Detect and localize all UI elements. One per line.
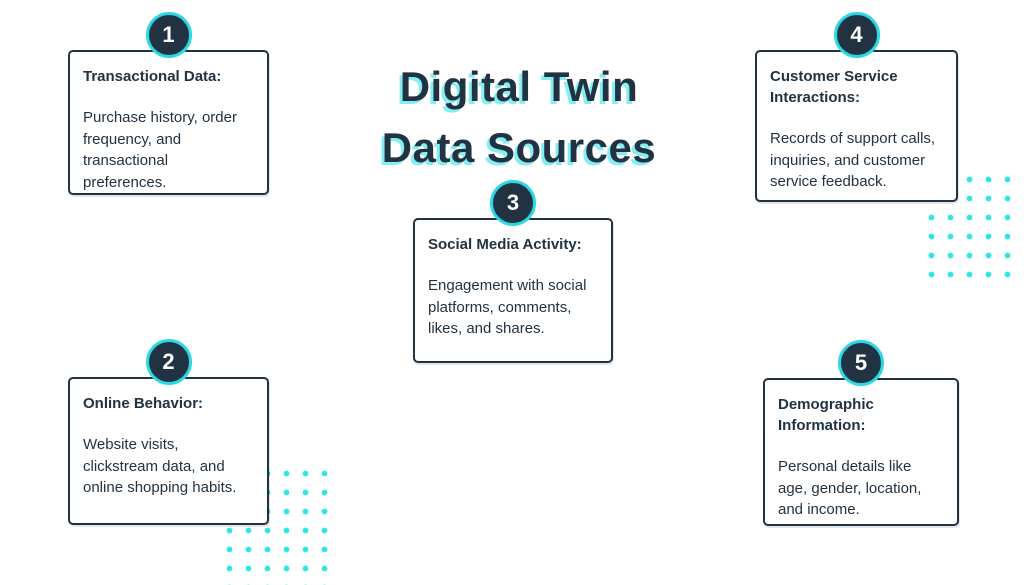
card-number-badge: 4 (833, 12, 880, 58)
card-demographic-information: 5 Demographic Information: Personal deta… (763, 340, 959, 526)
card-transactional-data: 1 Transactional Data: Purchase history, … (68, 12, 269, 195)
card-customer-service-interactions: 4 Customer Service Interactions: Records… (755, 12, 958, 202)
page-title: Digital Twin Data Sources (333, 56, 705, 178)
card-number-badge: 2 (145, 339, 192, 385)
card-body: Records of support calls, inquiries, and… (770, 130, 936, 190)
card-number-badge: 3 (490, 180, 536, 226)
card-heading: Demographic Information: (778, 396, 874, 434)
card-heading: Online Behavior: (83, 395, 204, 412)
card-number-badge: 5 (838, 340, 884, 386)
card-body: Website visits, clickstream data, and on… (83, 436, 237, 496)
title-line-1: Digital Twin (399, 63, 639, 111)
card-social-media-activity: 3 Social Media Activity: Engagement with… (413, 180, 613, 363)
card-number-badge: 1 (145, 12, 192, 58)
card-online-behavior: 2 Online Behavior: Website visits, click… (68, 339, 269, 525)
card-body: Purchase history, order frequency, and t… (83, 109, 237, 191)
card-body: Personal details like age, gender, locat… (778, 458, 922, 518)
card-body: Engagement with social platforms, commen… (428, 277, 587, 337)
title-line-2: Data Sources (381, 124, 657, 172)
card-heading: Social Media Activity: (428, 236, 582, 253)
card-heading: Customer Service Interactions: (770, 68, 898, 106)
card-heading: Transactional Data: (83, 68, 222, 85)
